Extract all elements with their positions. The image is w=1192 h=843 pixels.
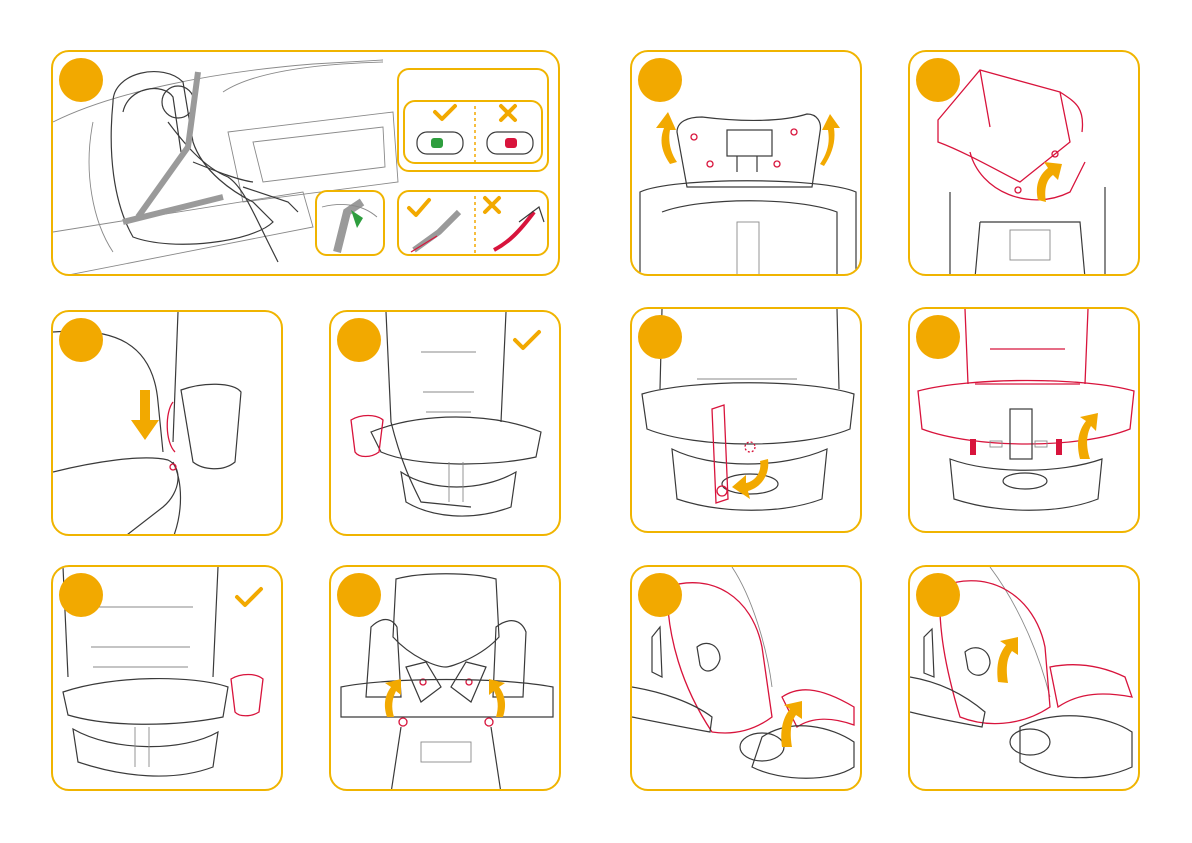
step-badge	[59, 573, 103, 617]
check-icon	[237, 589, 261, 605]
cross-icon	[485, 198, 499, 212]
step-badge	[916, 315, 960, 359]
panel-base-strap-release	[630, 307, 862, 533]
cross-icon	[501, 106, 515, 120]
step-badge	[916, 58, 960, 102]
arrow-icon	[1037, 162, 1062, 202]
check-icon	[515, 332, 539, 348]
panel-cup-holder-attach	[51, 310, 283, 536]
panel-headrest-hooks-release	[329, 565, 561, 791]
step-badge	[638, 573, 682, 617]
buckle-inset	[315, 190, 385, 256]
arrow-icon	[820, 114, 840, 166]
check-icon	[435, 106, 455, 119]
indicator-inset	[397, 68, 549, 172]
panel-headrest-back-release	[630, 50, 862, 276]
indicator-compare	[403, 100, 543, 164]
step-badge	[638, 58, 682, 102]
belt-routing-inset	[397, 190, 549, 256]
check-icon	[409, 200, 429, 215]
arrow-icon	[656, 112, 677, 164]
panel-install-in-car	[51, 50, 560, 276]
arrow-icon	[1078, 413, 1098, 459]
step-badge	[59, 58, 103, 102]
panel-cup-holder-right-ok	[329, 310, 561, 536]
panel-backrest-cover-pull	[630, 565, 862, 791]
arrow-icon	[781, 701, 802, 747]
arrow-icon	[385, 679, 401, 717]
step-badge	[337, 573, 381, 617]
arrow-icon	[997, 637, 1018, 683]
panel-headrest-cover-remove	[908, 50, 1140, 276]
step-badge	[337, 318, 381, 362]
arrow-icon	[131, 390, 159, 440]
panel-cup-holder-left-ok	[51, 565, 283, 791]
panel-seat-cover-lift	[908, 565, 1140, 791]
step-badge	[916, 573, 960, 617]
arrow-icon	[489, 679, 505, 717]
step-badge	[638, 315, 682, 359]
panel-base-cover-release	[908, 307, 1140, 533]
step-badge	[59, 318, 103, 362]
